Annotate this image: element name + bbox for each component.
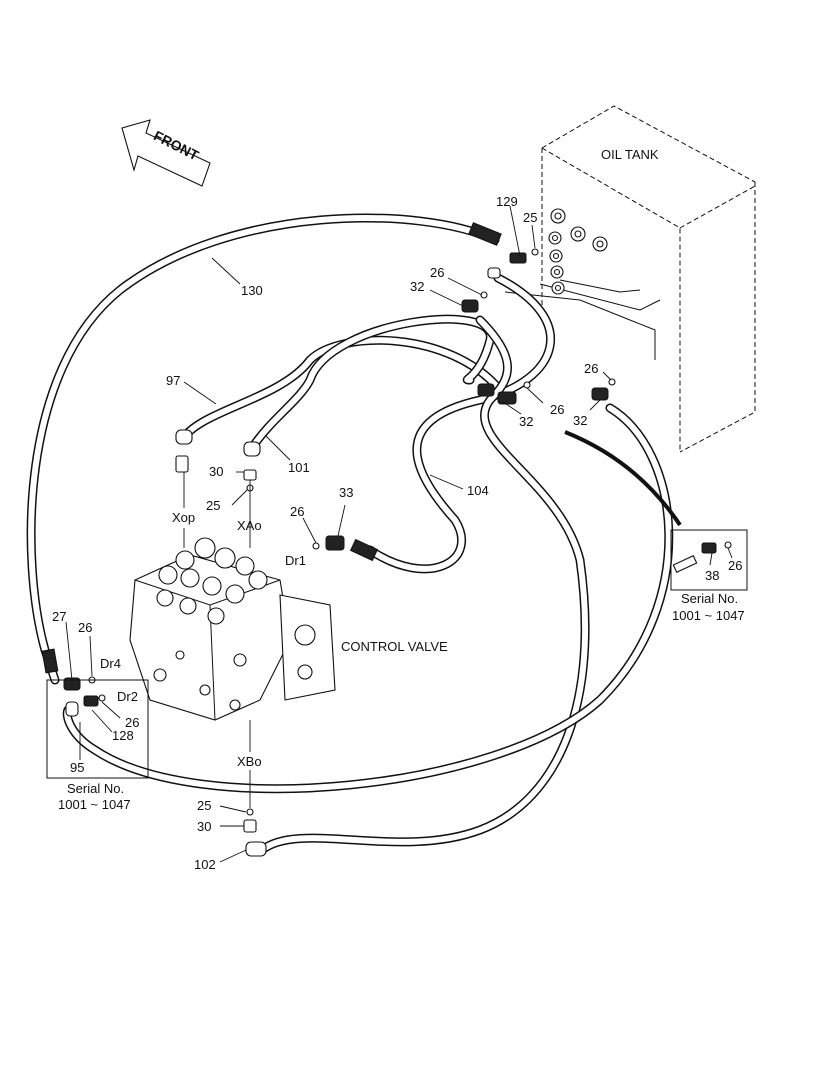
callout-26-dr1: 26 bbox=[290, 504, 304, 519]
hose-104 bbox=[349, 273, 556, 574]
callout-32-mid: 32 bbox=[519, 414, 533, 429]
port-dr1: Dr1 bbox=[285, 553, 306, 568]
port-xao: XAo bbox=[237, 518, 262, 533]
callout-30-bot: 30 bbox=[197, 819, 211, 834]
hose-95 bbox=[62, 403, 674, 794]
callout-38: 38 bbox=[705, 568, 719, 583]
callout-95: 95 bbox=[70, 760, 84, 775]
callout-numbers: 129 25 26 32 130 97 101 26 32 26 32 30 2… bbox=[52, 194, 742, 872]
callout-97: 97 bbox=[166, 373, 180, 388]
callout-32-right: 32 bbox=[573, 413, 587, 428]
inset-right: Serial No. 1001 ~ 1047 bbox=[670, 529, 748, 623]
inset-left-serial-range: 1001 ~ 1047 bbox=[58, 797, 131, 812]
callout-101: 101 bbox=[288, 460, 310, 475]
serial-indicator-curve bbox=[564, 430, 682, 527]
inset-right-serial-label: Serial No. bbox=[681, 591, 738, 606]
fittings bbox=[63, 248, 616, 857]
port-dr2: Dr2 bbox=[117, 689, 138, 704]
inset-right-serial-range: 1001 ~ 1047 bbox=[672, 608, 745, 623]
tank-port-fittings bbox=[548, 208, 608, 295]
callout-32-tank: 32 bbox=[410, 279, 424, 294]
hose-102 bbox=[257, 315, 590, 855]
inset-left: Serial No. 1001 ~ 1047 bbox=[46, 679, 149, 812]
callout-26-left: 26 bbox=[78, 620, 92, 635]
oil-tank: OIL TANK bbox=[504, 105, 756, 453]
callout-102: 102 bbox=[194, 857, 216, 872]
callout-26-tank: 26 bbox=[430, 265, 444, 280]
callout-25-tank: 25 bbox=[523, 210, 537, 225]
callout-129: 129 bbox=[496, 194, 518, 209]
callout-33: 33 bbox=[339, 485, 353, 500]
callout-26-right: 26 bbox=[584, 361, 598, 376]
control-valve-label: CONTROL VALVE bbox=[341, 639, 448, 654]
hose-130 bbox=[26, 213, 502, 685]
port-xbo: XBo bbox=[237, 754, 262, 769]
callout-26-mid: 26 bbox=[550, 402, 564, 417]
callout-130: 130 bbox=[241, 283, 263, 298]
callout-30-top: 30 bbox=[209, 464, 223, 479]
leader-lines bbox=[65, 205, 733, 863]
front-arrow: FRONT bbox=[121, 119, 211, 187]
callout-128: 128 bbox=[112, 728, 134, 743]
callout-26-inset-right: 26 bbox=[728, 558, 742, 573]
callout-104: 104 bbox=[467, 483, 489, 498]
port-labels: Xop XAo Dr1 Dr4 Dr2 XBo bbox=[100, 510, 306, 769]
valve-spool-caps bbox=[156, 537, 268, 625]
callout-27: 27 bbox=[52, 609, 66, 624]
callout-26-dr2: 26 bbox=[125, 715, 139, 730]
callout-25-top: 25 bbox=[206, 498, 220, 513]
callout-25-bot: 25 bbox=[197, 798, 211, 813]
hose-97 bbox=[177, 335, 505, 445]
oil-tank-label: OIL TANK bbox=[601, 147, 659, 162]
inset-left-serial-label: Serial No. bbox=[67, 781, 124, 796]
port-dr4: Dr4 bbox=[100, 656, 121, 671]
port-xop: Xop bbox=[172, 510, 195, 525]
hose-101 bbox=[247, 314, 495, 453]
control-valve-body: CONTROL VALVE bbox=[129, 537, 448, 721]
